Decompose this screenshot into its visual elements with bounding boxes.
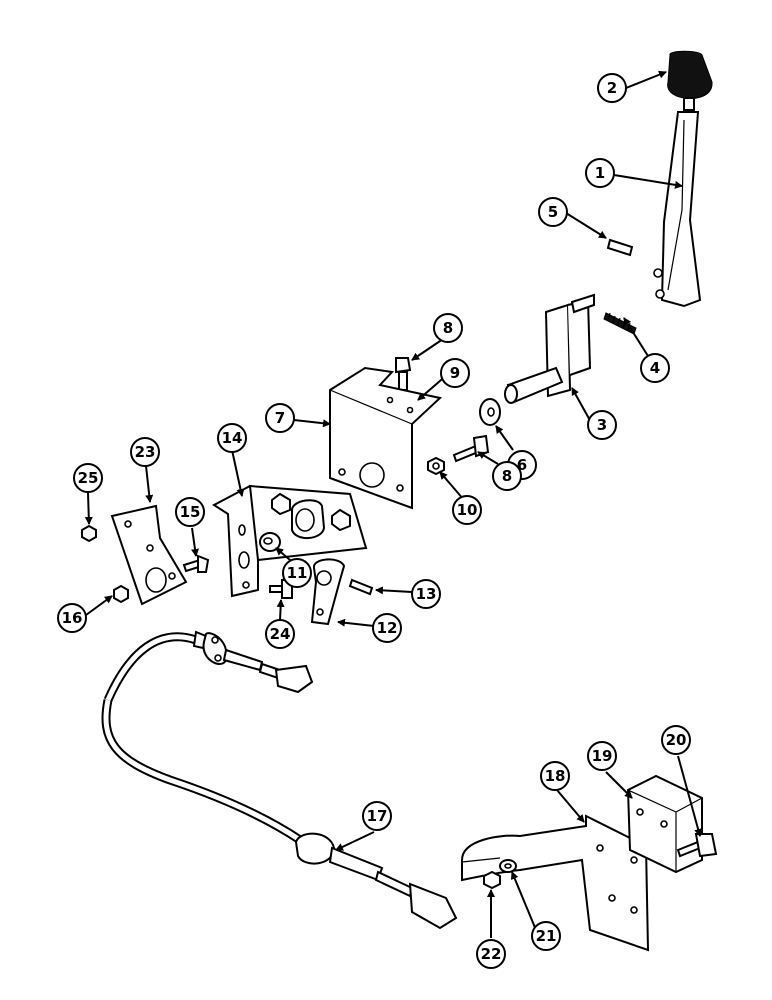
callout-15: 15 xyxy=(175,497,205,527)
callout-label: 1 xyxy=(595,164,605,182)
callout-label: 10 xyxy=(457,501,478,519)
bushing xyxy=(259,532,281,552)
callout-label: 8 xyxy=(443,319,453,337)
callout-5: 5 xyxy=(538,197,568,227)
callout-11: 11 xyxy=(282,558,312,588)
callout-label: 5 xyxy=(548,203,558,221)
callout-label: 12 xyxy=(377,619,398,637)
callout-19: 19 xyxy=(587,741,617,771)
callout-label: 17 xyxy=(367,807,388,825)
callout-label: 16 xyxy=(62,609,83,627)
callout-25: 25 xyxy=(73,463,103,493)
callout-17: 17 xyxy=(362,801,392,831)
callout-label: 25 xyxy=(78,469,99,487)
callout-label: 11 xyxy=(287,564,308,582)
bolt-top xyxy=(395,357,412,391)
bolt-lower xyxy=(452,434,490,463)
main-bracket xyxy=(329,366,443,510)
callout-label: 14 xyxy=(222,429,243,447)
callout-4: 4 xyxy=(640,353,670,383)
callout-21: 21 xyxy=(531,921,561,951)
nut-22 xyxy=(483,870,501,890)
lever-arm xyxy=(310,558,374,626)
callout-label: 9 xyxy=(450,364,460,382)
callout-label: 22 xyxy=(481,945,502,963)
gear-lever xyxy=(653,50,713,308)
callout-8a: 8 xyxy=(433,313,463,343)
leader-lines xyxy=(84,70,703,938)
callout-label: 18 xyxy=(545,767,566,785)
pivot-bracket xyxy=(504,293,595,404)
roll-pin xyxy=(606,238,634,257)
callout-7: 7 xyxy=(265,403,295,433)
callout-1: 1 xyxy=(585,158,615,188)
callout-label: 15 xyxy=(180,503,201,521)
callout-label: 24 xyxy=(270,625,291,643)
callout-22: 22 xyxy=(476,939,506,969)
nut-16 xyxy=(113,584,129,604)
washer xyxy=(479,398,501,426)
callout-label: 23 xyxy=(135,443,156,461)
nut-25 xyxy=(81,524,97,543)
callout-10: 10 xyxy=(452,495,482,525)
mounting-plate xyxy=(110,504,188,606)
callout-24: 24 xyxy=(265,619,295,649)
callout-label: 2 xyxy=(607,79,617,97)
callout-label: 3 xyxy=(597,416,607,434)
control-cable xyxy=(101,630,458,930)
callout-label: 21 xyxy=(536,927,557,945)
callout-14: 14 xyxy=(217,423,247,453)
bolt-20 xyxy=(676,833,718,858)
callout-label: 13 xyxy=(416,585,437,603)
screw-15 xyxy=(182,554,210,573)
callout-23: 23 xyxy=(130,437,160,467)
callout-16: 16 xyxy=(57,603,87,633)
callout-9: 9 xyxy=(440,358,470,388)
callout-label: 4 xyxy=(650,359,660,377)
nut xyxy=(427,456,445,476)
callout-18: 18 xyxy=(540,761,570,791)
cable-bracket xyxy=(461,814,650,952)
callout-3: 3 xyxy=(587,410,617,440)
callout-label: 8 xyxy=(502,467,512,485)
callout-2: 2 xyxy=(597,73,627,103)
callout-label: 6 xyxy=(517,456,527,474)
callout-13: 13 xyxy=(411,579,441,609)
callout-label: 7 xyxy=(275,409,285,427)
callout-label: 20 xyxy=(666,731,687,749)
callout-20: 20 xyxy=(661,725,691,755)
callout-8b: 8 xyxy=(492,461,522,491)
callout-12: 12 xyxy=(372,613,402,643)
callout-label: 19 xyxy=(592,747,613,765)
